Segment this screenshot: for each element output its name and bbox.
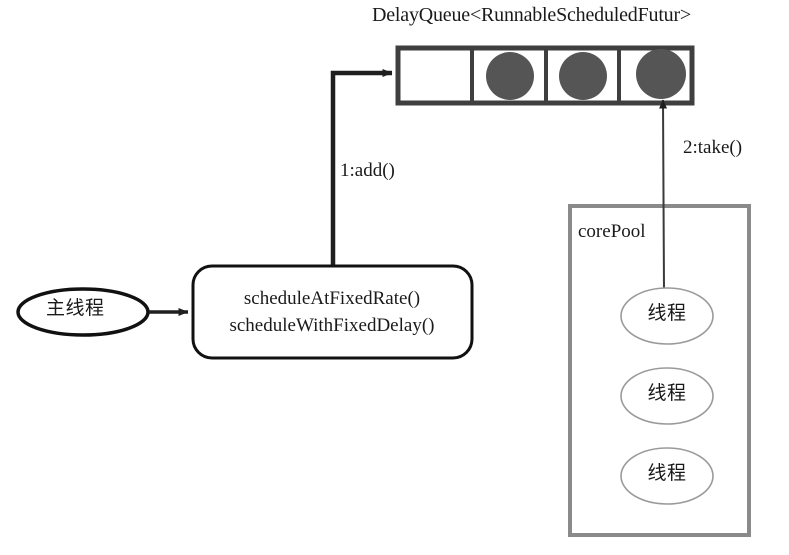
add-edge-label: 1:add() <box>340 160 395 181</box>
core-pool-label: corePool <box>578 221 646 242</box>
scheduler-method-line-2: scheduleWithFixedDelay() <box>229 314 435 336</box>
core-pool-box <box>568 204 751 537</box>
queue-task-circle-1 <box>486 52 534 100</box>
main-thread-label: 主线程 <box>46 298 105 319</box>
queue-task-circle-3 <box>636 49 686 99</box>
scheduler-box-text: scheduleAtFixedRate() scheduleWithFixedD… <box>200 286 464 340</box>
queue-box <box>395 45 695 106</box>
scheduler-method-line-1: scheduleAtFixedRate() <box>243 288 421 309</box>
take-edge-label: 2:take() <box>683 137 743 158</box>
queue-task-circle-2 <box>559 52 607 100</box>
worker-thread-label-1: 线程 <box>647 383 687 404</box>
take-arrow <box>659 99 668 292</box>
worker-thread-label-0: 线程 <box>647 303 687 324</box>
worker-thread-label-2: 线程 <box>647 463 687 484</box>
queue-title: DelayQueue<RunnableScheduledFutur> <box>372 4 692 26</box>
